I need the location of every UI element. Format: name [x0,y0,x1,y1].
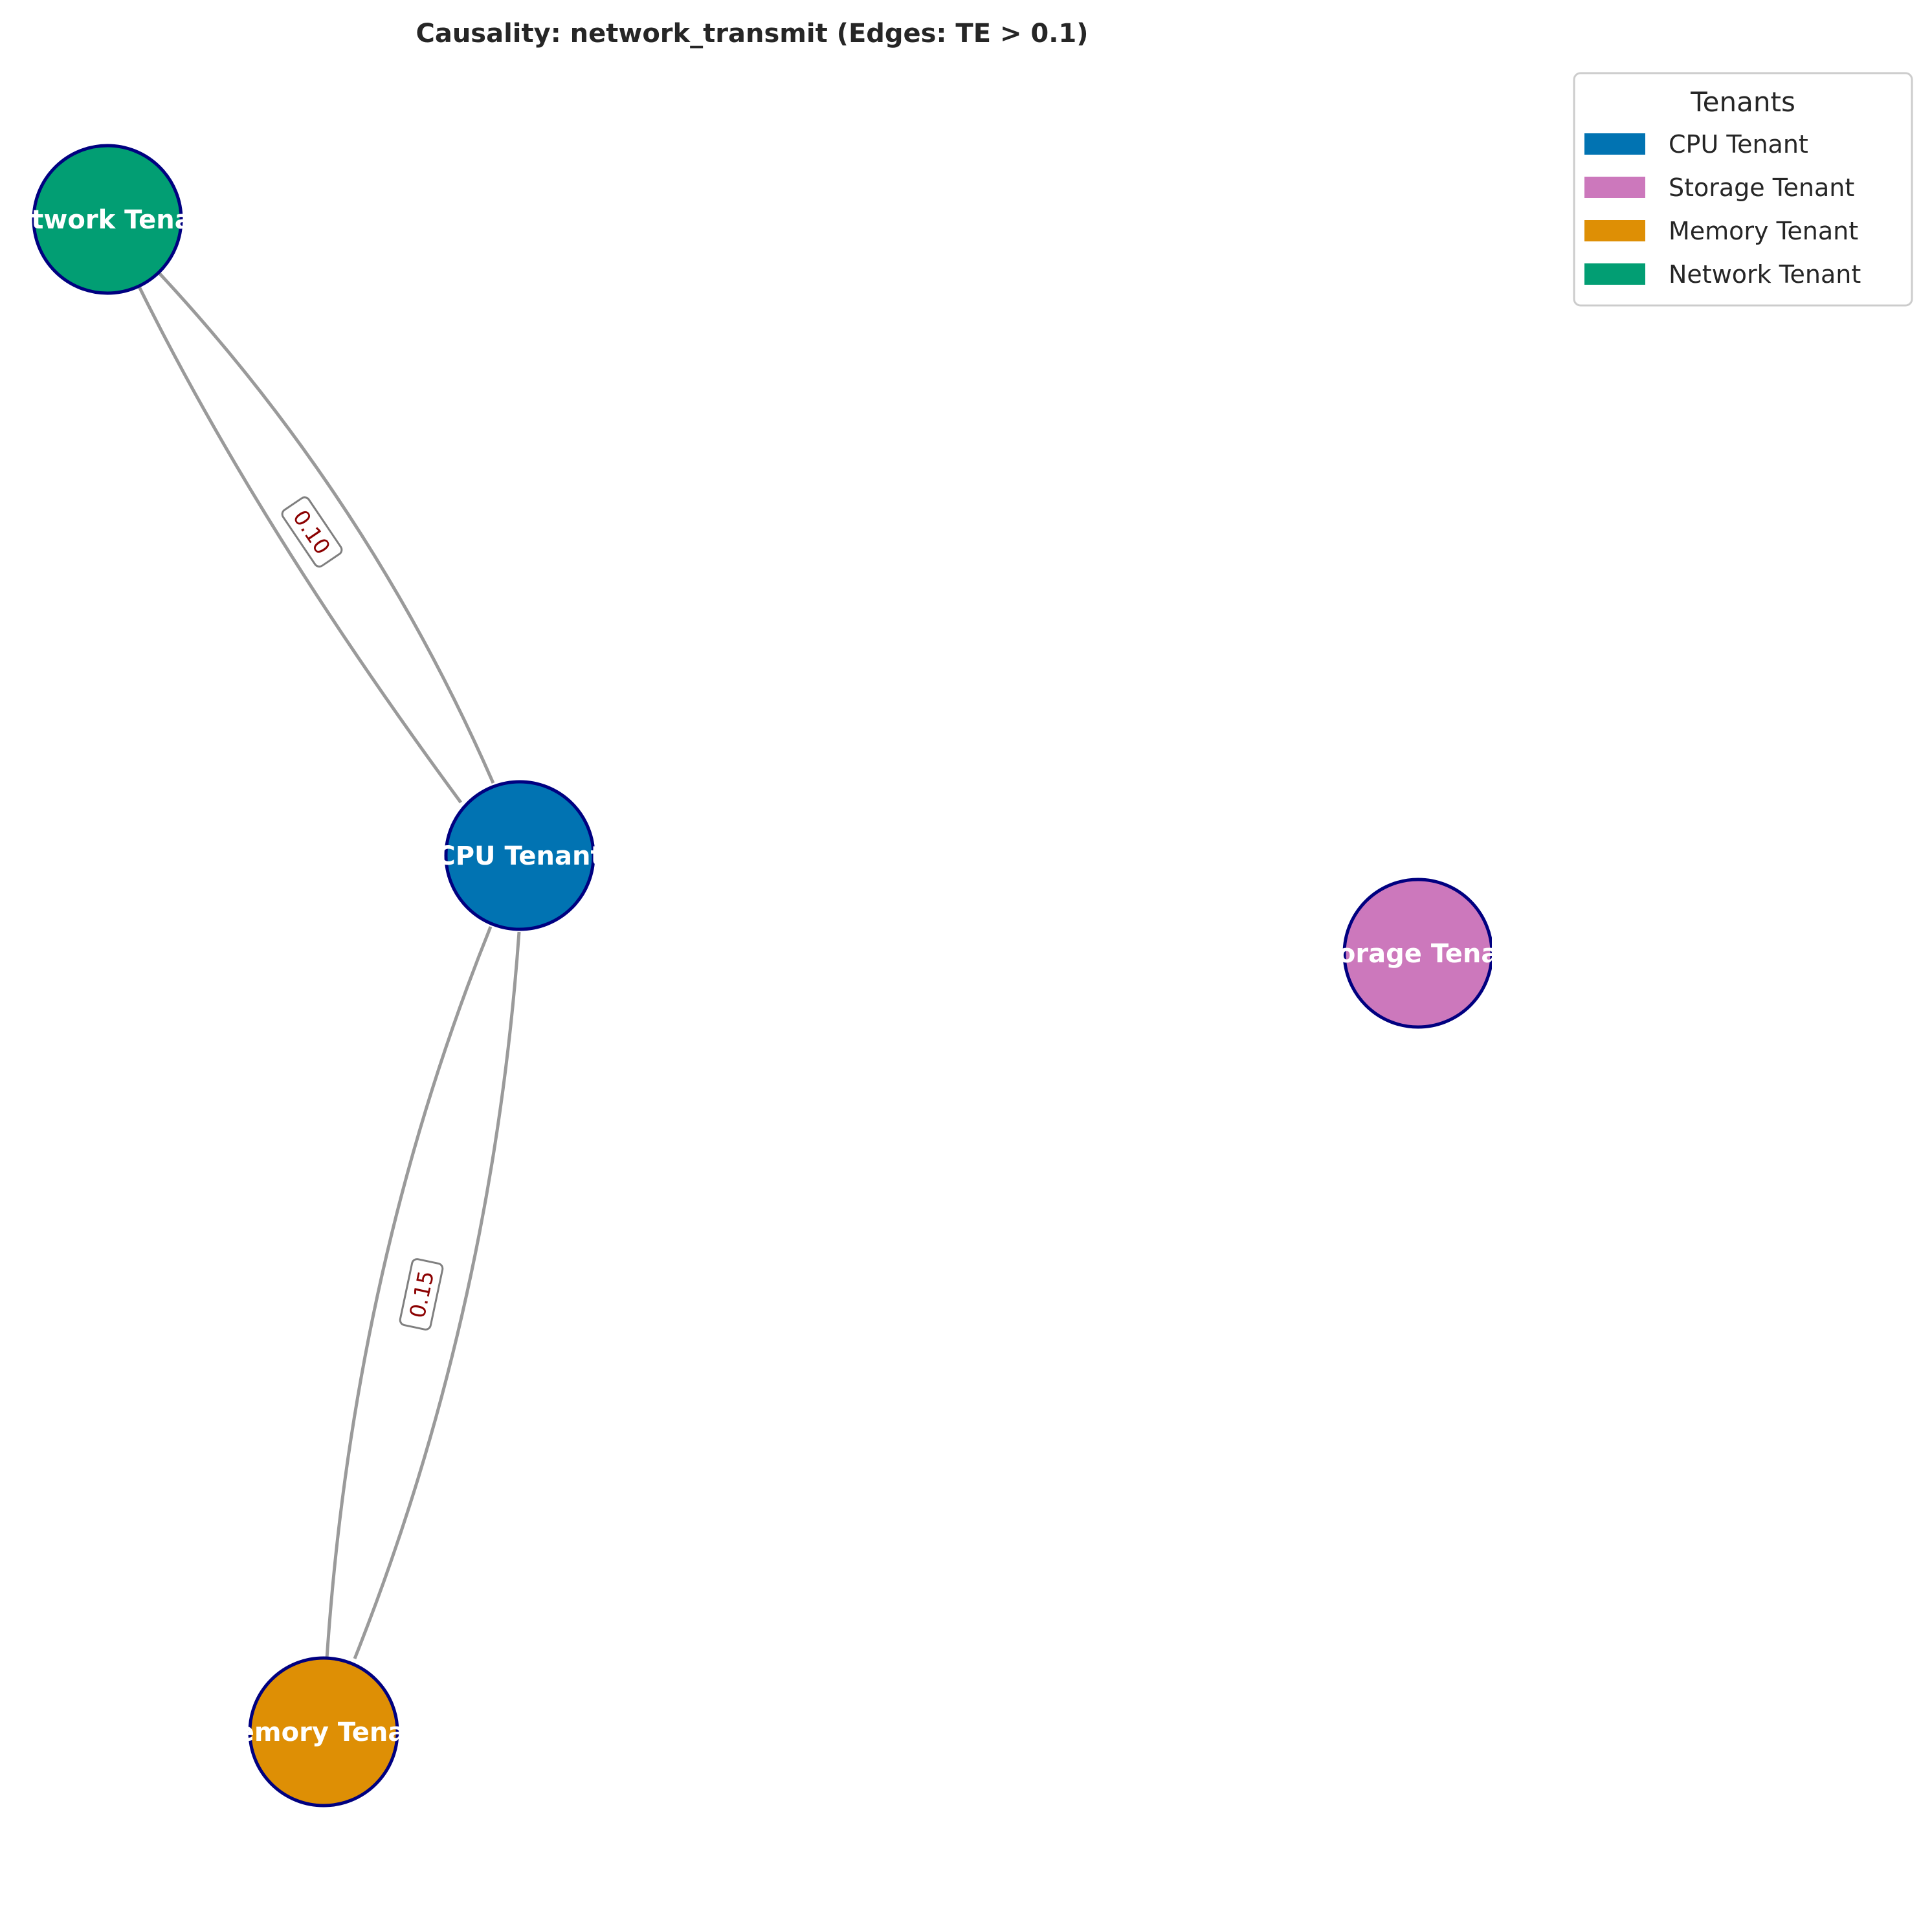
node-storage-tenant[interactable]: Storage Tenant [1307,878,1529,1029]
node-network-tenant[interactable]: Network Tenant [0,144,223,295]
edge-memory-to-cpu [353,931,521,1659]
node-circle [444,780,595,931]
nodes-layer: Network Tenant CPU Tenant Storage Tenant… [0,144,1529,1808]
edge-cpu-to-network [157,271,495,784]
node-label: Storage Tenant [1307,939,1529,969]
legend-swatch [1584,220,1645,241]
edge-cpu-to-memory [325,926,493,1659]
edge-label-cpu-memory: 0.15 [399,1258,444,1331]
node-circle [1342,878,1492,1029]
node-cpu-tenant[interactable]: CPU Tenant [436,780,603,931]
node-circle [248,1656,399,1808]
figure-title: Causality: network_transmit (Edges: TE >… [416,19,1088,49]
edges-layer: 0.10 0.15 [134,271,521,1659]
legend-item-label: Network Tenant [1669,260,1861,289]
node-label: CPU Tenant [436,841,603,871]
legend-swatch [1584,263,1645,285]
node-circle [32,144,183,295]
legend-frame [1573,72,1913,307]
legend-item-label: CPU Tenant [1669,130,1808,159]
legend-title: Tenants [1690,86,1795,118]
legend-item-label: Memory Tenant [1669,217,1858,245]
node-memory-tenant[interactable]: Memory Tenant [211,1656,436,1808]
legend-swatch [1584,177,1645,198]
legend: Tenants CPU Tenant Storage Tenant Memory… [1573,72,1913,307]
edge-label-network-cpu: 0.10 [281,496,343,568]
edge-label-box [281,496,343,568]
legend-item-label: Storage Tenant [1669,173,1854,202]
node-label: Network Tenant [0,205,223,235]
edge-network-to-cpu [134,279,463,804]
edge-label-box [399,1258,444,1331]
legend-swatch [1584,133,1645,155]
node-label: Memory Tenant [211,1718,436,1747]
